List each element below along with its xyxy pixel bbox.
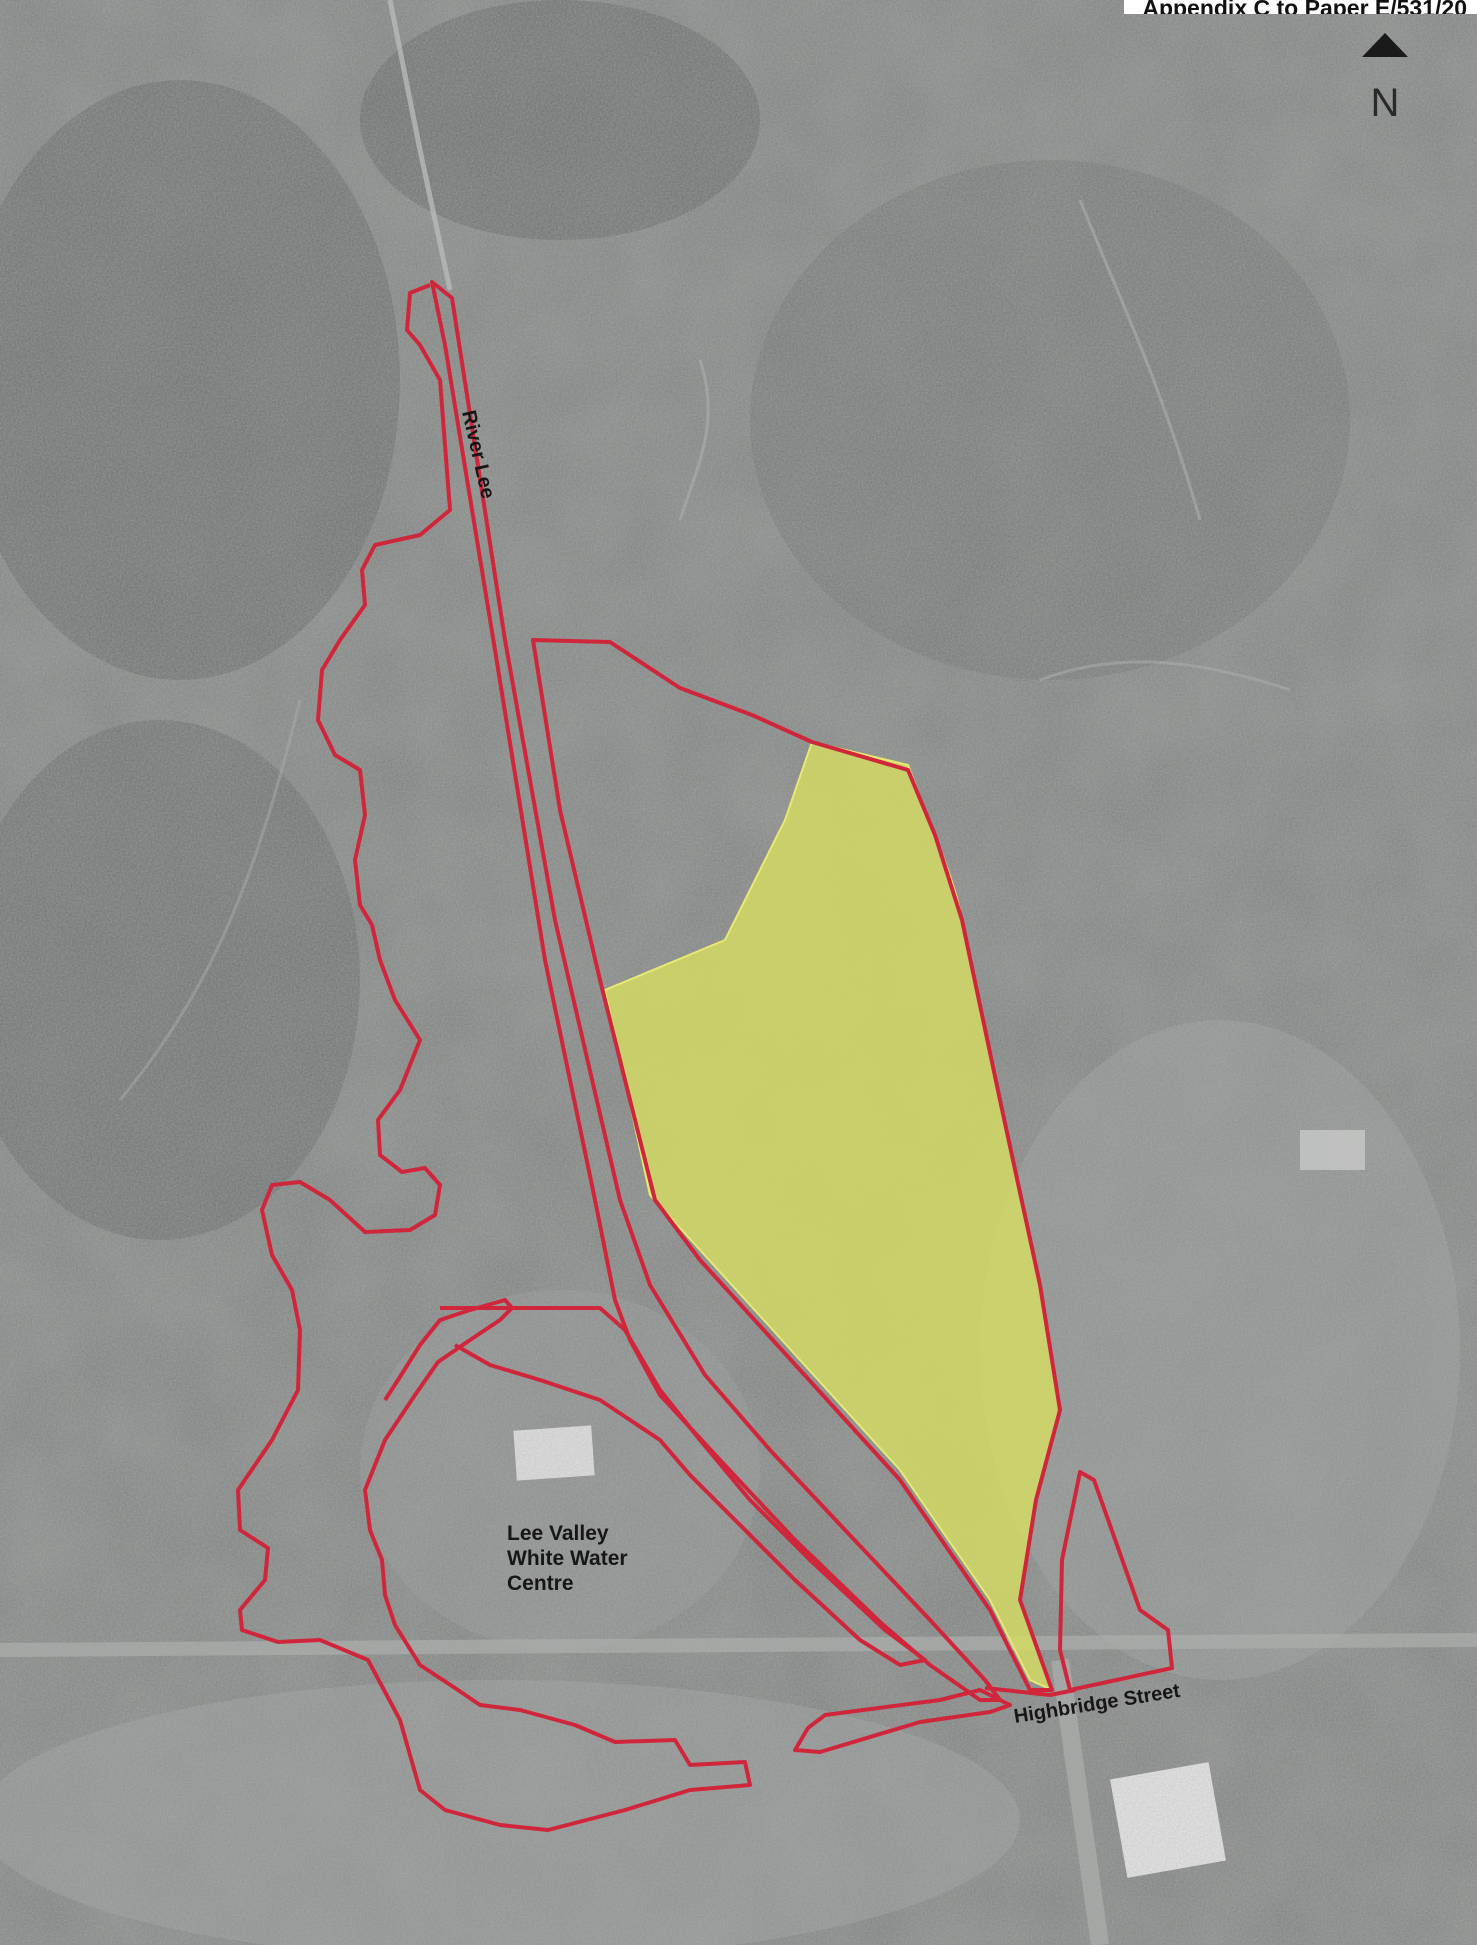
boundary-south-link <box>984 1686 1076 1697</box>
boundary-east-triangle <box>1058 1470 1174 1692</box>
site-boundaries <box>236 280 1174 1832</box>
north-arrow: N <box>1362 33 1408 125</box>
centre-label-line-2: White Water <box>507 1547 628 1570</box>
boundary-north-field <box>531 638 1062 1692</box>
centre-label-line-3: Centre <box>507 1572 574 1595</box>
boundary-south-strip <box>793 1688 1012 1754</box>
north-arrow-icon <box>1362 33 1408 57</box>
centre-label-line-1: Lee Valley <box>507 1522 609 1545</box>
boundary-west-meander <box>236 283 752 1832</box>
boundary-white-water-centre <box>440 1306 927 1667</box>
appendix-label: Appendix C to Paper E/531/20 <box>1124 0 1477 14</box>
north-label: N <box>1371 81 1400 125</box>
white-water-centre-label: Lee Valley White Water Centre <box>507 1522 628 1595</box>
boundary-river-lee-corridor <box>430 280 1002 1702</box>
